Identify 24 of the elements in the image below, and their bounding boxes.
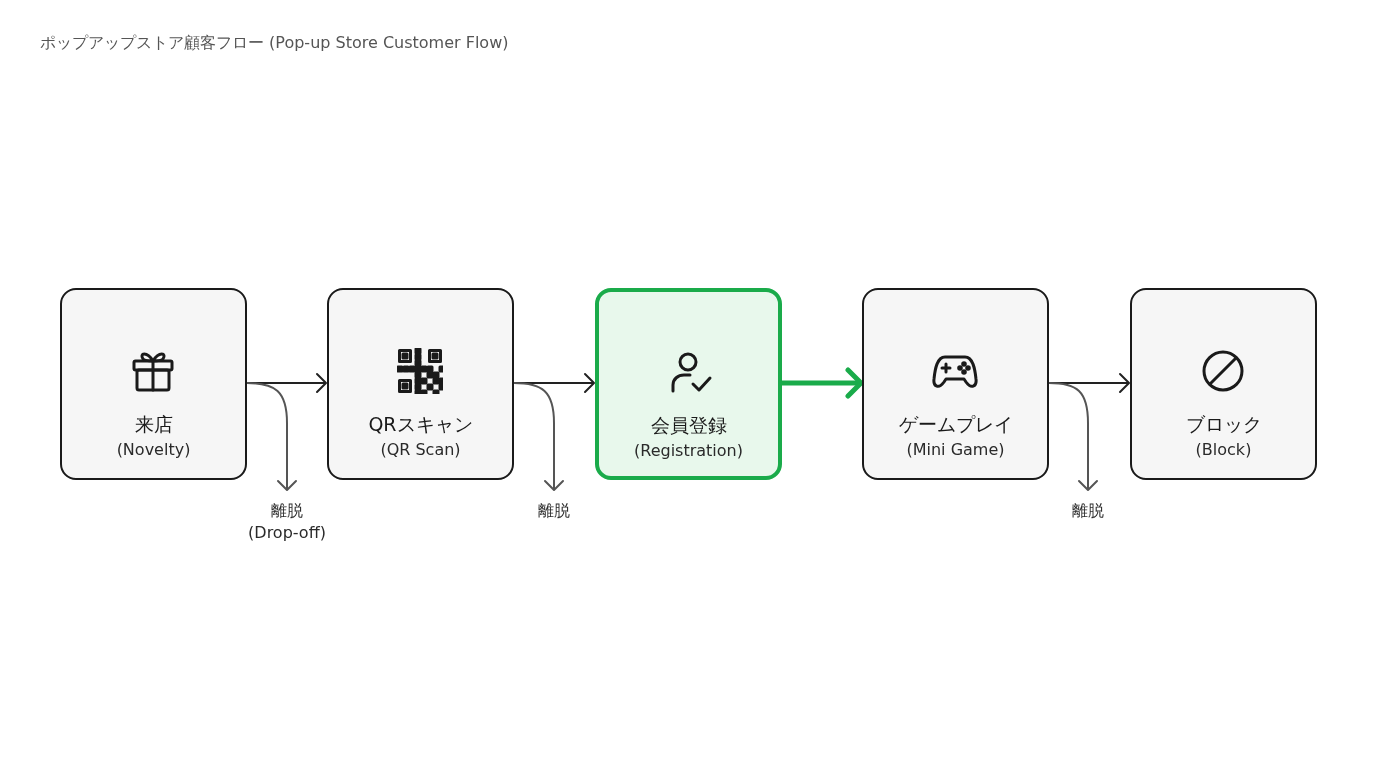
diagram-title: ポップアップストア顧客フロー (Pop-up Store Customer Flow) [40,33,509,54]
step-subtitle: (Mini Game) [906,440,1005,459]
arrow [1048,382,1098,491]
process-box [862,288,1049,480]
step-label: ブロック [1185,412,1262,437]
drop-off-label: 離脱 [1072,500,1104,522]
step-subtitle: (Registration) [634,440,743,460]
drop-off-label: 離脱 [271,500,303,522]
step-label: QRスキャン [368,412,473,437]
drop-off-label: 離脱 [538,500,570,522]
process-box [327,288,514,480]
step-label: 来店 [134,412,173,437]
step-label: 会員登録 [650,412,727,438]
step-subtitle: (Novelty) [116,440,191,459]
arrow [513,382,564,491]
arrow [782,367,864,399]
drop-off-label: (Drop-off) [248,522,326,544]
process-box [1130,288,1317,480]
process-box [60,288,247,480]
arrow [246,382,297,491]
step-label: ゲームプレイ [898,412,1013,437]
process-box [595,288,782,480]
step-subtitle: (Block) [1195,440,1252,459]
step-subtitle: (QR Scan) [380,440,461,459]
